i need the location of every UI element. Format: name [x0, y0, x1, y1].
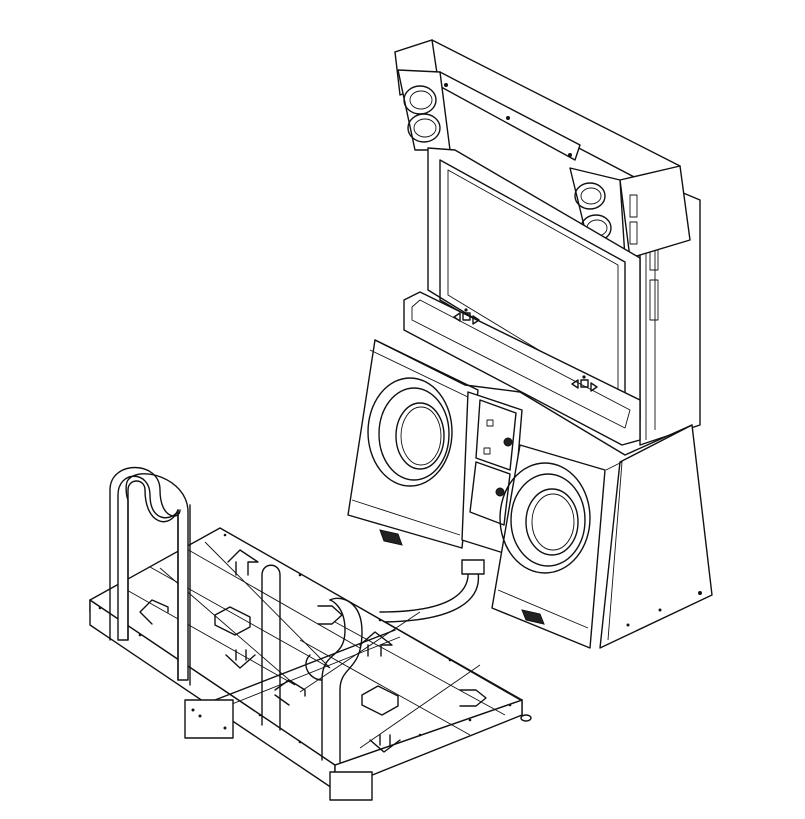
- down-arrow-icon: [225, 649, 256, 669]
- safety-bar-right: [261, 564, 363, 763]
- right-arrow-icon: [459, 689, 487, 707]
- marquee-icons-left: [453, 308, 480, 325]
- left-arrow-icon: [571, 379, 579, 389]
- handle-icon: [379, 529, 403, 546]
- pad1-arrows: [139, 549, 343, 669]
- player-icon: [580, 379, 589, 388]
- safety-bar-left: [109, 466, 191, 686]
- control-square-2: [483, 447, 491, 455]
- marquee-icons-right: [571, 375, 598, 392]
- right-arrow-icon: [472, 315, 480, 325]
- marquee-strip: [403, 291, 641, 446]
- pad2-arrows: [274, 631, 487, 753]
- left-arrow-icon: [274, 679, 306, 706]
- down-arrow-icon: [369, 734, 401, 753]
- up-arrow-icon: [359, 631, 393, 657]
- left-arrow-icon: [139, 599, 169, 625]
- stage-cable: [377, 559, 485, 623]
- right-arrow-icon: [317, 605, 343, 625]
- left-arrow-icon: [453, 312, 461, 322]
- control-button-2: [495, 487, 505, 497]
- top-speaker-header: [394, 39, 691, 259]
- handle-icon: [521, 609, 545, 625]
- center-pad-icon: [214, 606, 251, 636]
- control-button-1: [503, 437, 513, 447]
- center-pad-icon: [361, 685, 399, 716]
- dance-stage: [89, 527, 532, 801]
- lower-cabinet: [347, 339, 713, 649]
- player-icon: [462, 312, 471, 321]
- right-arrow-icon: [590, 382, 598, 392]
- control-square-1: [486, 419, 494, 427]
- up-arrow-icon: [227, 549, 259, 576]
